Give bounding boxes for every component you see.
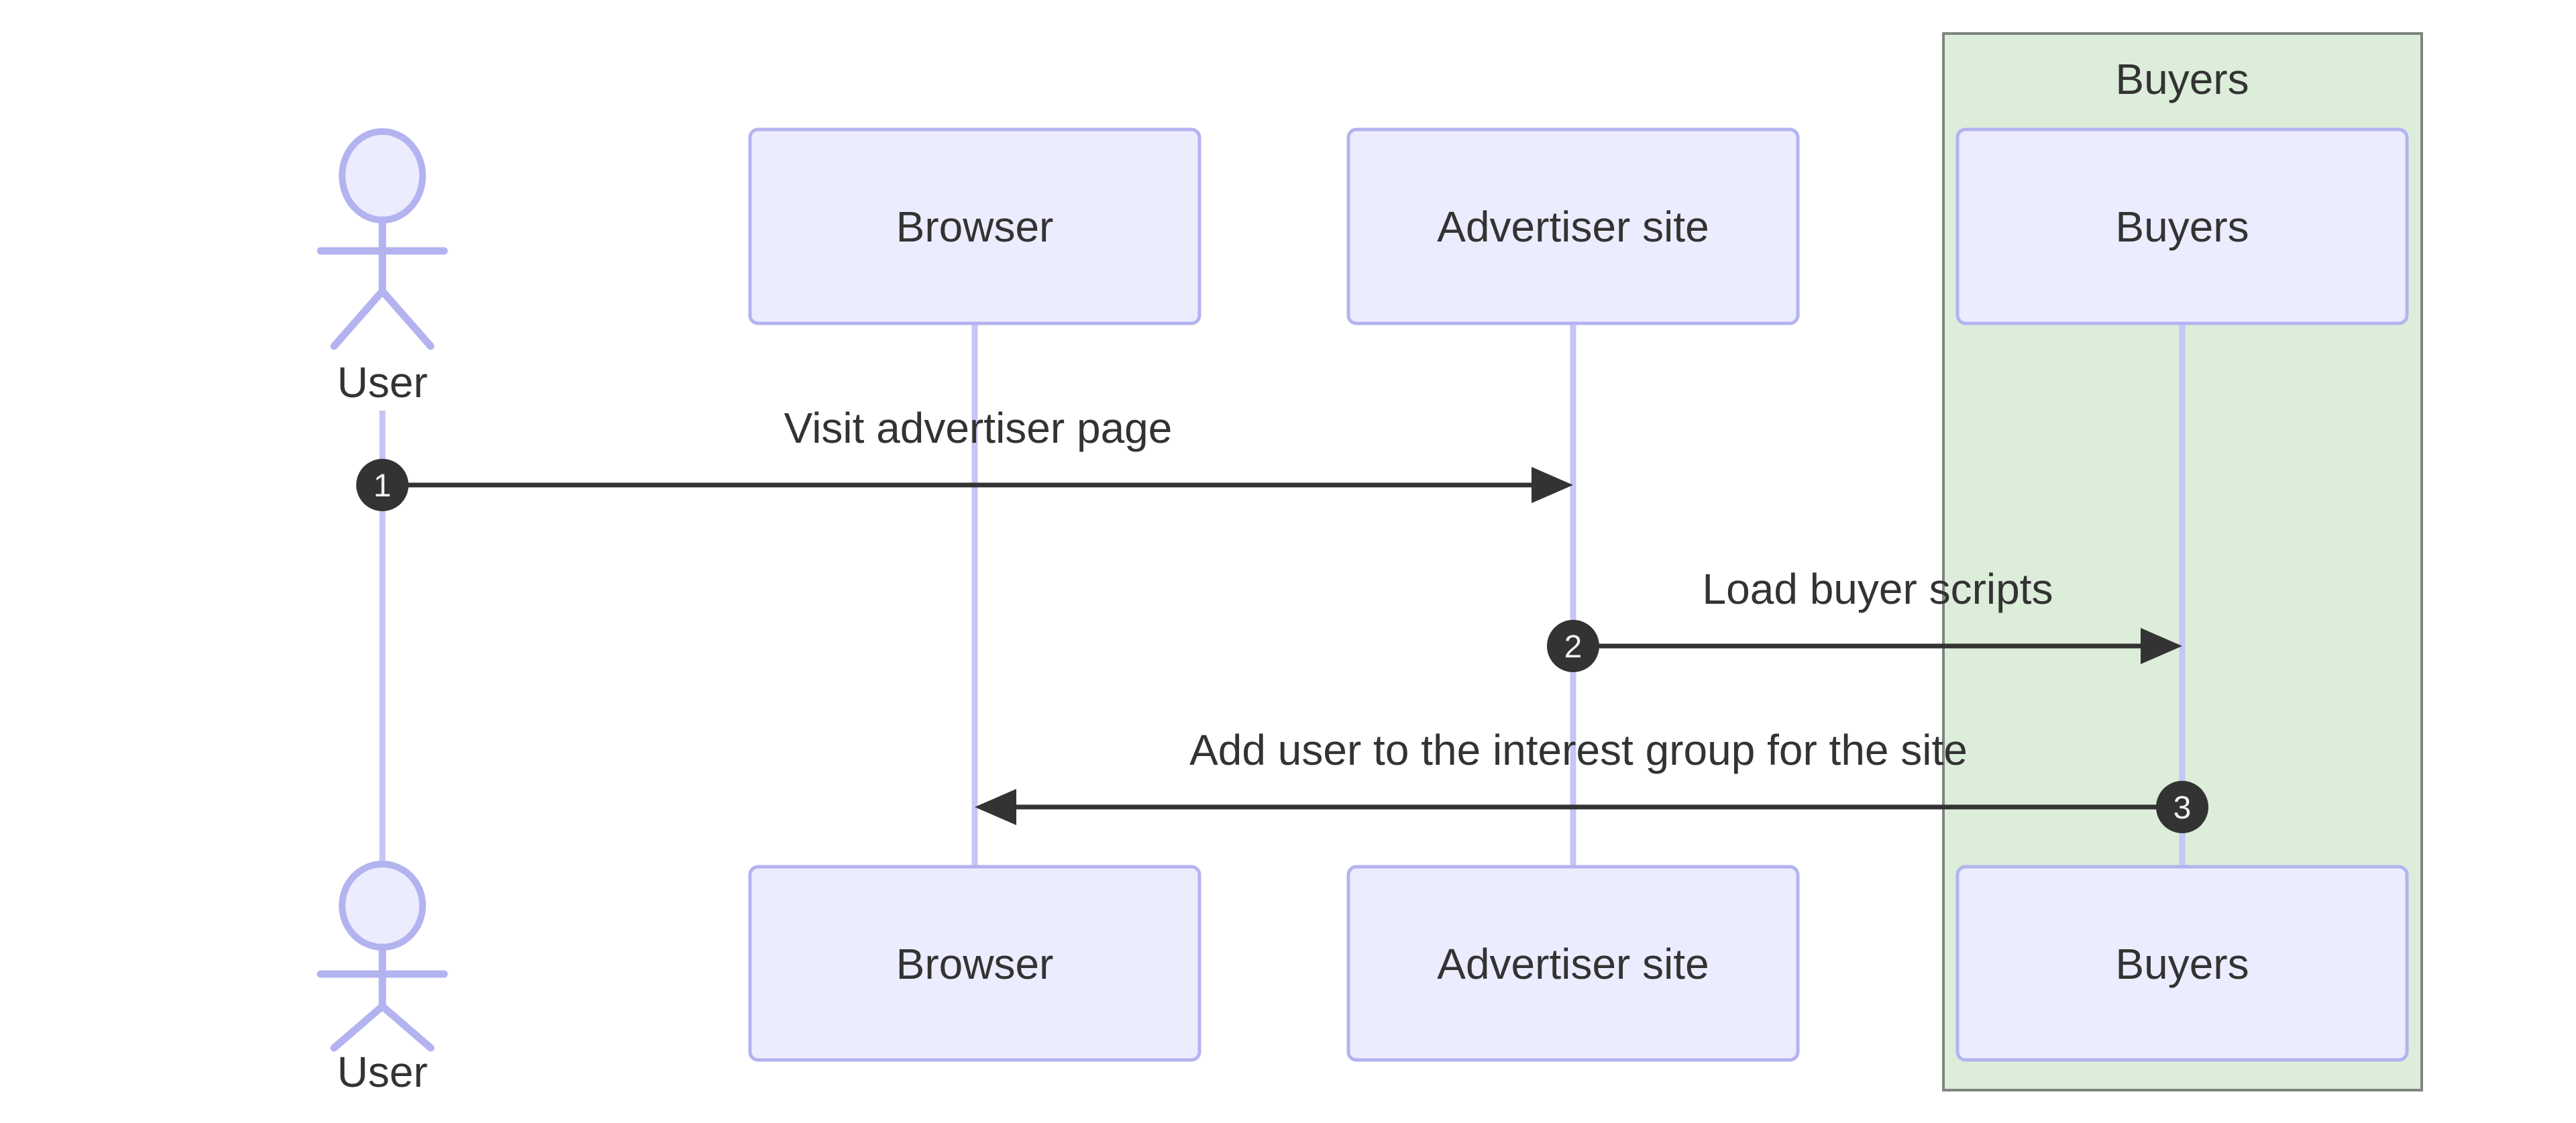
message-label: Load buyer scripts xyxy=(1703,565,2053,613)
participant-label: Buyers xyxy=(2115,940,2249,988)
sequence-number-badge xyxy=(356,459,409,511)
participant-buyers-top: Buyers xyxy=(1955,127,2409,325)
participant-label: Browser xyxy=(896,940,1054,988)
participant-label: Buyers xyxy=(2115,203,2249,251)
participant-label: Browser xyxy=(896,203,1054,251)
sequence-number-badge xyxy=(1547,620,1599,672)
participant-browser-bottom: Browser xyxy=(748,865,1201,1062)
participant-browser-top: Browser xyxy=(748,127,1201,325)
participant-label: Advertiser site xyxy=(1437,940,1709,988)
sequence-number: 2 xyxy=(1564,629,1582,665)
message-label: Add user to the interest group for the s… xyxy=(1189,726,1968,774)
participant-box xyxy=(1346,865,1800,1062)
participant-label: Advertiser site xyxy=(1437,203,1709,251)
arrowhead-right-icon xyxy=(2141,628,2182,664)
actor-user-top: User xyxy=(317,128,448,407)
actor-leg-left-icon xyxy=(330,287,386,350)
message-1: Visit advertiser page 1 xyxy=(356,404,1573,511)
actor-head-icon xyxy=(339,128,426,223)
actor-leg-right-icon xyxy=(378,1002,435,1052)
message-2: Load buyer scripts 2 xyxy=(1547,565,2182,672)
participant-box xyxy=(748,865,1201,1062)
group-buyers-title: Buyers xyxy=(2115,55,2249,103)
participant-box xyxy=(1346,127,1800,325)
message-3: Add user to the interest group for the s… xyxy=(975,726,2208,833)
arrowhead-left-icon xyxy=(975,789,1016,825)
participant-box xyxy=(748,127,1201,325)
actor-leg-left-icon xyxy=(330,1002,386,1052)
sequence-number-badge xyxy=(2156,781,2208,833)
participant-box xyxy=(1955,865,2409,1062)
actor-head-icon xyxy=(339,861,426,951)
sequence-number: 1 xyxy=(374,468,392,504)
actor-user-bottom: User xyxy=(317,861,448,1096)
participant-advertiser-site-bottom: Advertiser site xyxy=(1346,865,1800,1062)
message-label: Visit advertiser page xyxy=(784,404,1173,452)
actor-leg-right-icon xyxy=(378,287,435,350)
participant-box xyxy=(1955,127,2409,325)
sequence-number: 3 xyxy=(2174,790,2192,826)
actor-user-top-label: User xyxy=(337,358,427,407)
actor-user-bottom-label: User xyxy=(337,1048,427,1096)
participant-buyers-bottom: Buyers xyxy=(1955,865,2409,1062)
participant-advertiser-site-top: Advertiser site xyxy=(1346,127,1800,325)
arrowhead-right-icon xyxy=(1532,467,1573,503)
